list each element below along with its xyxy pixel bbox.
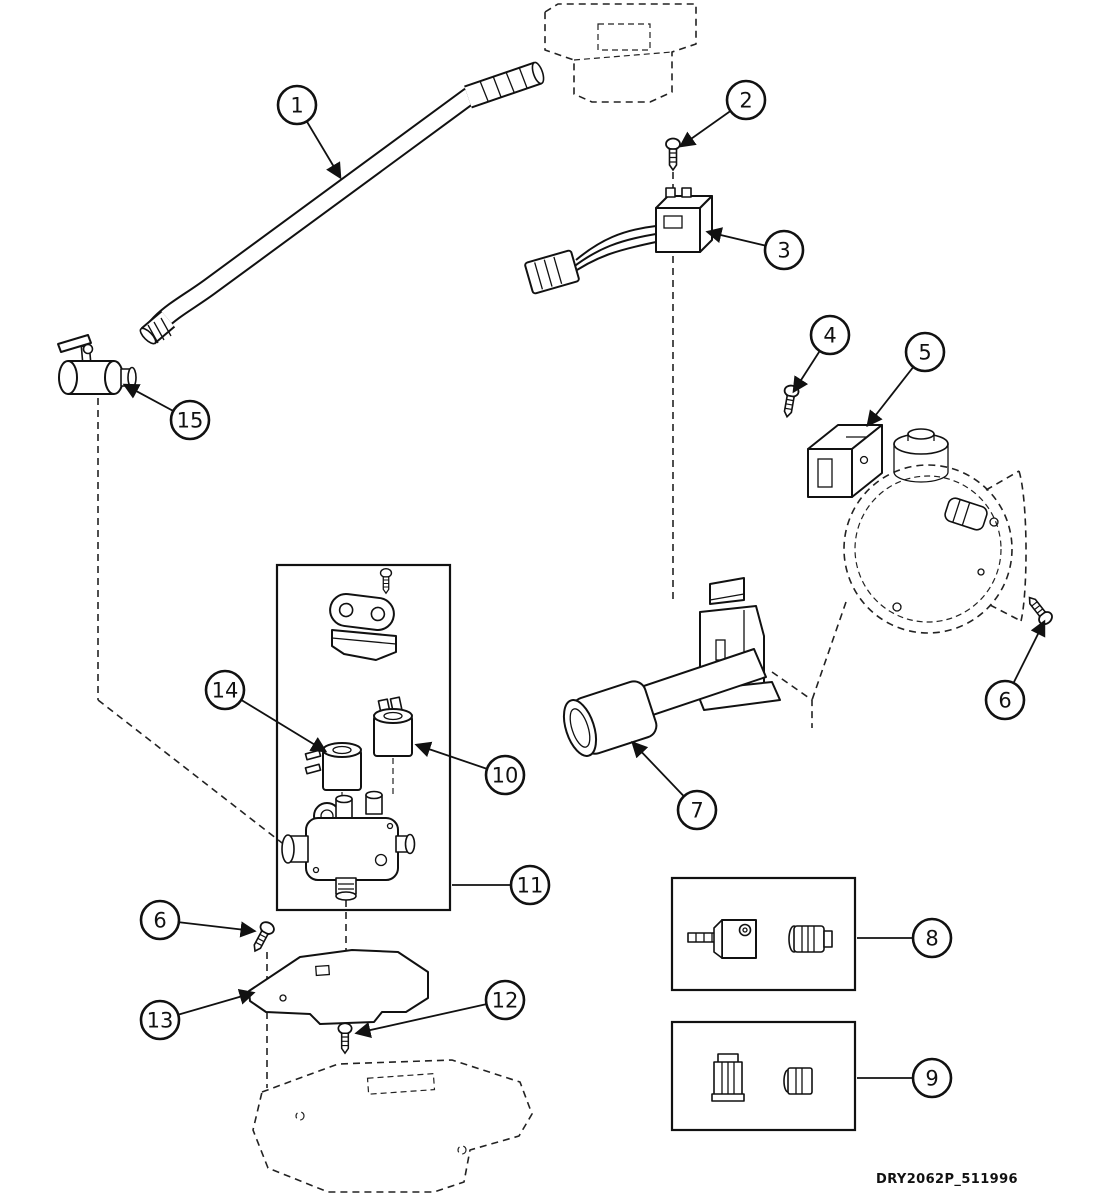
callout-1: 1 — [276, 84, 342, 180]
callout-6-right: 6 — [984, 619, 1046, 721]
document-code: DRY2062P_511996 — [876, 1172, 1018, 1187]
svg-text:5: 5 — [918, 341, 931, 365]
svg-text:14: 14 — [212, 679, 239, 703]
fitting-kit-box-9 — [670, 1020, 857, 1132]
solenoid-coil-14 — [304, 742, 362, 791]
svg-text:7: 7 — [690, 799, 703, 823]
svg-text:2: 2 — [739, 89, 752, 113]
bracket-part-5 — [807, 424, 883, 498]
burner-tube-part-7 — [562, 577, 781, 757]
valve-mounting-bracket — [329, 593, 397, 661]
svg-text:1: 1 — [290, 94, 303, 118]
callout-15: 15 — [122, 383, 211, 441]
callout-7: 7 — [631, 741, 718, 831]
callout-12: 12 — [354, 979, 526, 1038]
valve-bracket-screw — [379, 567, 393, 594]
base-panel-reference-outline — [252, 1059, 533, 1193]
callout-14: 14 — [204, 669, 328, 753]
callouts: 1 2 3 4 5 6 7 8 — [122, 79, 1046, 1099]
callout-6-left: 6 — [139, 899, 257, 941]
screw-part-2 — [665, 137, 681, 171]
wire-harness-part-3 — [524, 187, 713, 295]
igniter-kit-box-8 — [670, 876, 857, 992]
callout-8: 8 — [857, 917, 953, 959]
screw-part-6-right — [1023, 592, 1056, 628]
callout-13: 13 — [139, 988, 256, 1041]
shutoff-valve-part-15 — [57, 334, 137, 395]
svg-text:9: 9 — [925, 1067, 938, 1091]
svg-text:6: 6 — [153, 909, 166, 933]
callout-9: 9 — [857, 1057, 953, 1099]
callout-2: 2 — [678, 79, 767, 148]
svg-text:13: 13 — [147, 1009, 174, 1033]
svg-text:11: 11 — [517, 874, 544, 898]
mounting-plate-part-13 — [248, 949, 429, 1025]
burner-housing-reference — [843, 464, 1027, 634]
solenoid-coil-10 — [373, 696, 413, 757]
burner-housing-inlet-collar — [893, 428, 949, 483]
svg-text:6: 6 — [998, 689, 1011, 713]
gas-valve-assembly-box-11 — [275, 563, 452, 912]
svg-text:8: 8 — [925, 927, 938, 951]
housing-side-fitting — [892, 497, 999, 612]
callout-5: 5 — [866, 331, 946, 428]
screw-part-4 — [779, 383, 801, 419]
svg-text:4: 4 — [823, 324, 836, 348]
callout-11: 11 — [452, 864, 551, 906]
svg-text:12: 12 — [492, 989, 519, 1013]
screw-part-6-left — [247, 919, 277, 956]
callout-4: 4 — [792, 314, 851, 394]
screw-part-12 — [337, 1022, 353, 1055]
gas-supply-pipe — [139, 61, 545, 345]
cabinet-reference-outline-top — [544, 3, 697, 103]
callout-10: 10 — [414, 741, 526, 796]
svg-text:10: 10 — [492, 764, 519, 788]
svg-text:15: 15 — [177, 409, 204, 433]
gas-valve-body — [281, 790, 416, 901]
callout-3: 3 — [705, 227, 805, 271]
svg-text:3: 3 — [777, 239, 790, 263]
